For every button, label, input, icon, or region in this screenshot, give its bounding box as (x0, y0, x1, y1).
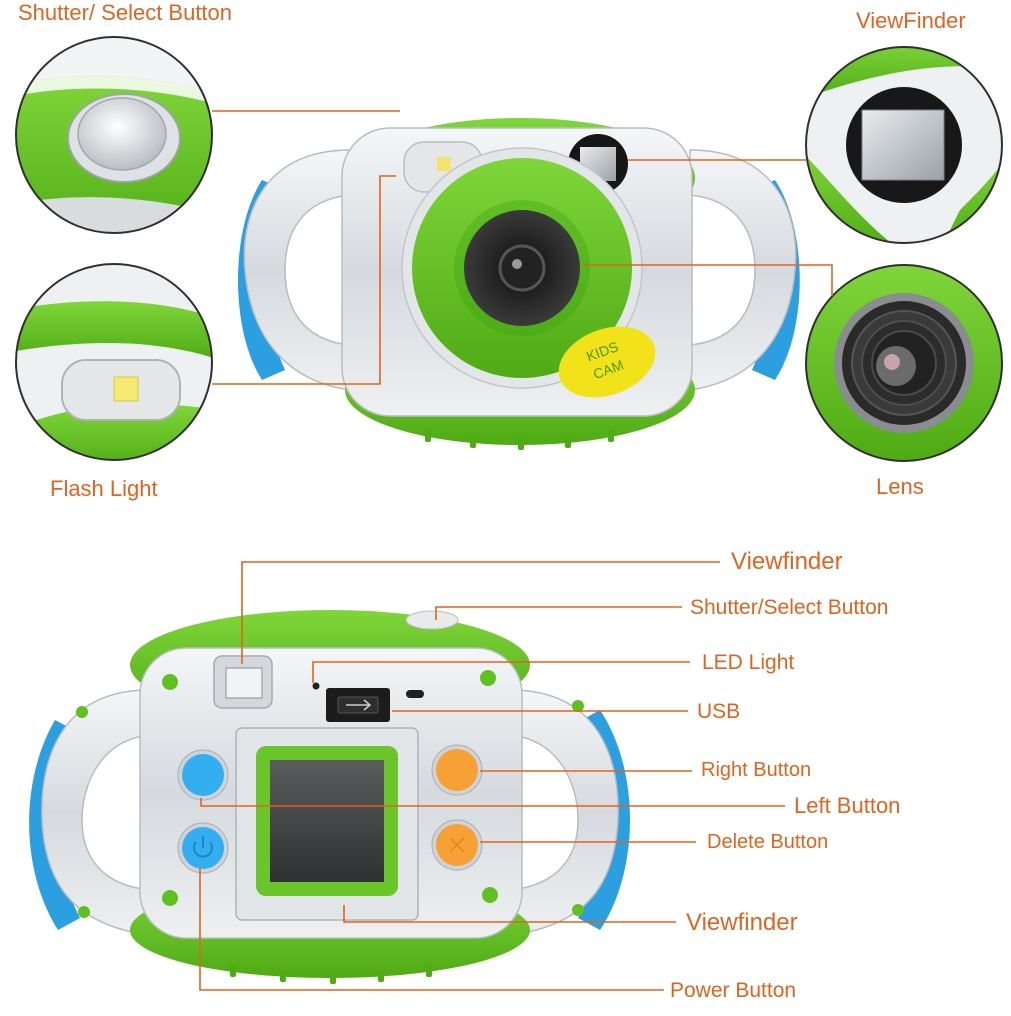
viewfinder-closeup (861, 109, 945, 181)
back-leader-lines (199, 561, 785, 991)
shutter-detail-circle (15, 36, 213, 234)
viewfinder-top-leader (241, 561, 720, 664)
back-screws (76, 670, 584, 918)
kids-cam-badge (558, 326, 656, 398)
left-button-leader (200, 798, 785, 807)
mic-slot (406, 690, 424, 698)
lens-leader (582, 264, 833, 296)
front-flash-led (437, 157, 451, 171)
label-viewfinder-back-top: Viewfinder (731, 548, 843, 575)
screen-leader (343, 905, 676, 923)
usb-icon (346, 699, 372, 711)
led-leader (312, 661, 690, 683)
back-shutter-button (405, 610, 459, 630)
front-leader-lines (212, 110, 833, 385)
label-usb: USB (697, 700, 741, 723)
right-button (436, 749, 478, 791)
label-flash-light: Flash Light (50, 476, 158, 501)
front-camera: KIDS CAM (238, 118, 800, 450)
back-camera (29, 610, 630, 984)
delete-icon (449, 837, 465, 853)
flash-detail-circle (15, 263, 213, 461)
label-power-button: Power Button (670, 979, 797, 1002)
front-right-handle (689, 149, 797, 391)
label-shutter-select-button: Shutter/ Select Button (18, 0, 233, 25)
label-led-light: LED Light (702, 651, 795, 674)
viewfinder-detail-circle (805, 46, 1003, 244)
left-button (182, 754, 224, 796)
shutter-button-closeup (77, 97, 167, 171)
label-right-button: Right Button (701, 759, 812, 781)
label-delete-button: Delete Button (707, 831, 829, 853)
label-viewfinder-screen: Viewfinder (686, 909, 798, 936)
label-shutter-select-back: Shutter/Select Button (690, 596, 889, 619)
power-button-leader (199, 868, 664, 991)
label-left-button: Left Button (794, 793, 901, 818)
front-feet (425, 430, 614, 450)
flash-leader (212, 175, 396, 385)
power-icon (193, 836, 213, 858)
shutter-back-leader (435, 606, 682, 620)
led-light (312, 682, 320, 690)
lcd-screen (270, 760, 384, 882)
label-viewfinder-front: ViewFinder (856, 8, 966, 33)
back-feet (230, 965, 432, 984)
front-left-handle (243, 149, 351, 391)
label-lens: Lens (876, 474, 924, 499)
lens-detail-circle (805, 264, 1003, 462)
flash-led-closeup (113, 376, 139, 402)
